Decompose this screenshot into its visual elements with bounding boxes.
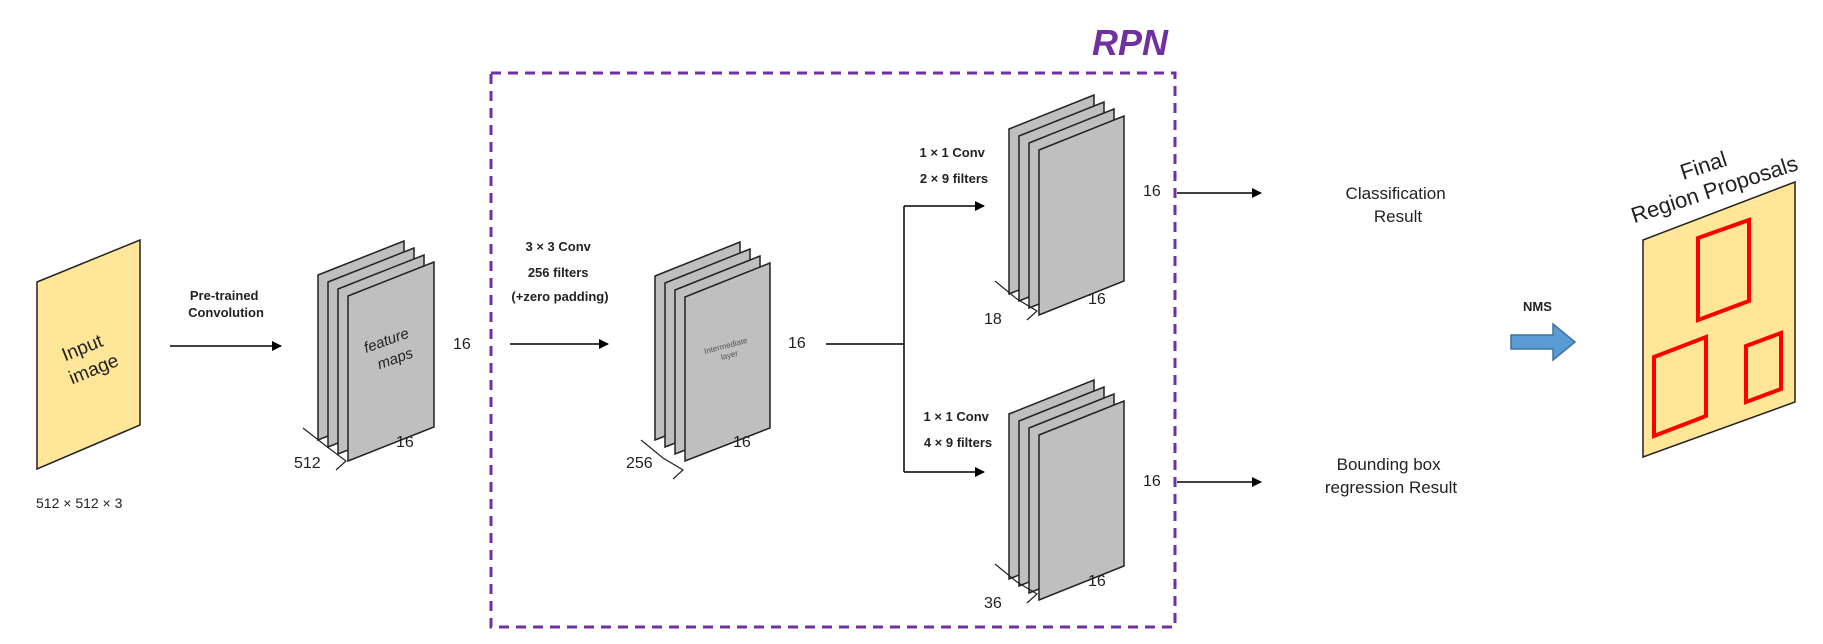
feature-maps-width: 16 bbox=[453, 336, 471, 353]
reg-height: 16 bbox=[1088, 573, 1106, 590]
cls-depth: 18 bbox=[984, 311, 1002, 328]
reg-conv-label: 1 × 1 Conv 4 × 9 filters bbox=[923, 409, 992, 450]
cls-conv-label: 1 × 1 Conv 2 × 9 filters bbox=[919, 145, 988, 186]
intermediate-height: 16 bbox=[733, 434, 751, 451]
intermediate-width: 16 bbox=[788, 335, 806, 352]
rpn-box bbox=[489, 71, 1177, 629]
feature-maps-depth-bracket bbox=[302, 427, 347, 471]
feature-maps-depth: 512 bbox=[294, 455, 321, 472]
rpn-title: RPN bbox=[1092, 22, 1169, 63]
conv3-label: 3 × 3 Conv 256 filters (+zero padding) bbox=[511, 239, 608, 304]
intermediate-depth: 256 bbox=[626, 455, 653, 472]
cls-width: 16 bbox=[1143, 183, 1161, 200]
reg-depth: 36 bbox=[984, 595, 1002, 612]
cls-output-stack bbox=[1008, 93, 1125, 317]
final-proposals-image bbox=[1642, 180, 1796, 459]
cls-depth-bracket bbox=[994, 280, 1039, 321]
proposal-box-2 bbox=[1652, 334, 1708, 439]
proposal-box-1 bbox=[1696, 217, 1751, 323]
nms-label: NMS bbox=[1523, 299, 1552, 314]
cls-height: 16 bbox=[1088, 291, 1106, 308]
proposal-box-3 bbox=[1744, 330, 1783, 405]
regression-result-label: Bounding box regression Result bbox=[1325, 455, 1458, 497]
feature-maps-stack bbox=[317, 239, 435, 463]
input-image bbox=[36, 238, 141, 471]
intermediate-depth-bracket bbox=[640, 439, 685, 480]
reg-output-stack bbox=[1008, 378, 1125, 602]
classification-result-label: Classification Result bbox=[1346, 184, 1451, 226]
input-size-label: 512 × 512 × 3 bbox=[36, 495, 123, 511]
pretrained-label: Pre-trained Convolution bbox=[188, 288, 264, 320]
nms-arrow bbox=[1510, 322, 1577, 362]
reg-width: 16 bbox=[1143, 473, 1161, 490]
feature-maps-height: 16 bbox=[396, 434, 414, 451]
intermediate-layer-stack bbox=[654, 240, 771, 463]
reg-depth-bracket bbox=[994, 563, 1039, 604]
